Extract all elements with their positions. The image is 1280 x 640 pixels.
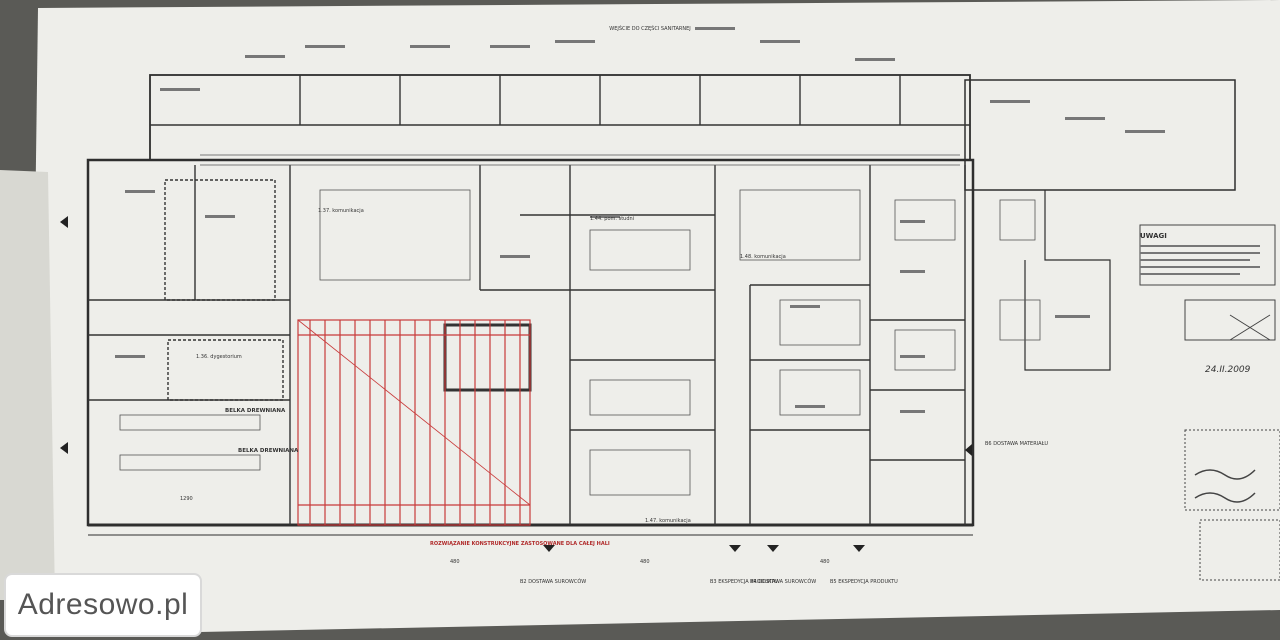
adresowo-watermark: Adresowo.pl: [4, 573, 202, 637]
label-room-1-37: 1.37. komunikacja: [318, 208, 364, 214]
interior-walls: [88, 75, 970, 525]
equipment-lines: [119, 154, 1041, 496]
label-room-1-47: 1.47. komunikacja: [645, 518, 691, 524]
label-b3: B3 EKSPEDYCJA PRODUKTU: [710, 579, 778, 585]
timber-beam-grid: [297, 319, 531, 526]
label-uwagi: UWAGI: [1140, 232, 1167, 240]
label-handwritten-date: 24.II.2009: [1205, 365, 1251, 375]
watermark-text: Adresowo.pl: [17, 588, 189, 621]
label-dim-480-a: 480: [450, 559, 460, 565]
small-text-scribbles: [115, 27, 1260, 413]
label-room-1-44: 1.44. pom. studni: [590, 216, 634, 222]
label-beam-1: BELKA DREWNIANA: [225, 408, 286, 414]
label-room-1-36: 1.36. dygestorium: [196, 354, 242, 360]
paper-sheet: [30, 0, 1280, 632]
paper-shadow-fold: [0, 170, 55, 600]
stamp-area: [1139, 224, 1280, 581]
label-construction-note: ROZWIĄZANIE KONSTRUKCYJNE ZASTOSOWANE DL…: [430, 541, 610, 547]
label-b2: B2 DOSTAWA SUROWCÓW: [520, 578, 586, 585]
label-entrance: WEJŚCIE DO CZĘŚCI SANITARNEJ: [609, 25, 690, 32]
entrance-arrows: [60, 216, 68, 454]
plan-labels: WEJŚCIE DO CZĘŚCI SANITARNEJ UWAGI 1.37.…: [180, 25, 1251, 585]
label-room-1-48: 1.48. komunikacja: [740, 254, 786, 260]
label-dim-480-c: 480: [820, 559, 830, 565]
label-dim-480-b: 480: [640, 559, 650, 565]
label-b5: B5 EKSPEDYCJA PRODUKTU: [830, 579, 898, 585]
label-b6: B6 DOSTAWA MATERIAŁU: [985, 441, 1048, 447]
loading-bays: [543, 444, 972, 552]
label-dim-1290: 1290: [180, 496, 193, 502]
label-b4: B4 DOSTAWA SUROWCÓW: [750, 578, 816, 585]
label-beam-2: BELKA DREWNIANA: [238, 448, 299, 454]
